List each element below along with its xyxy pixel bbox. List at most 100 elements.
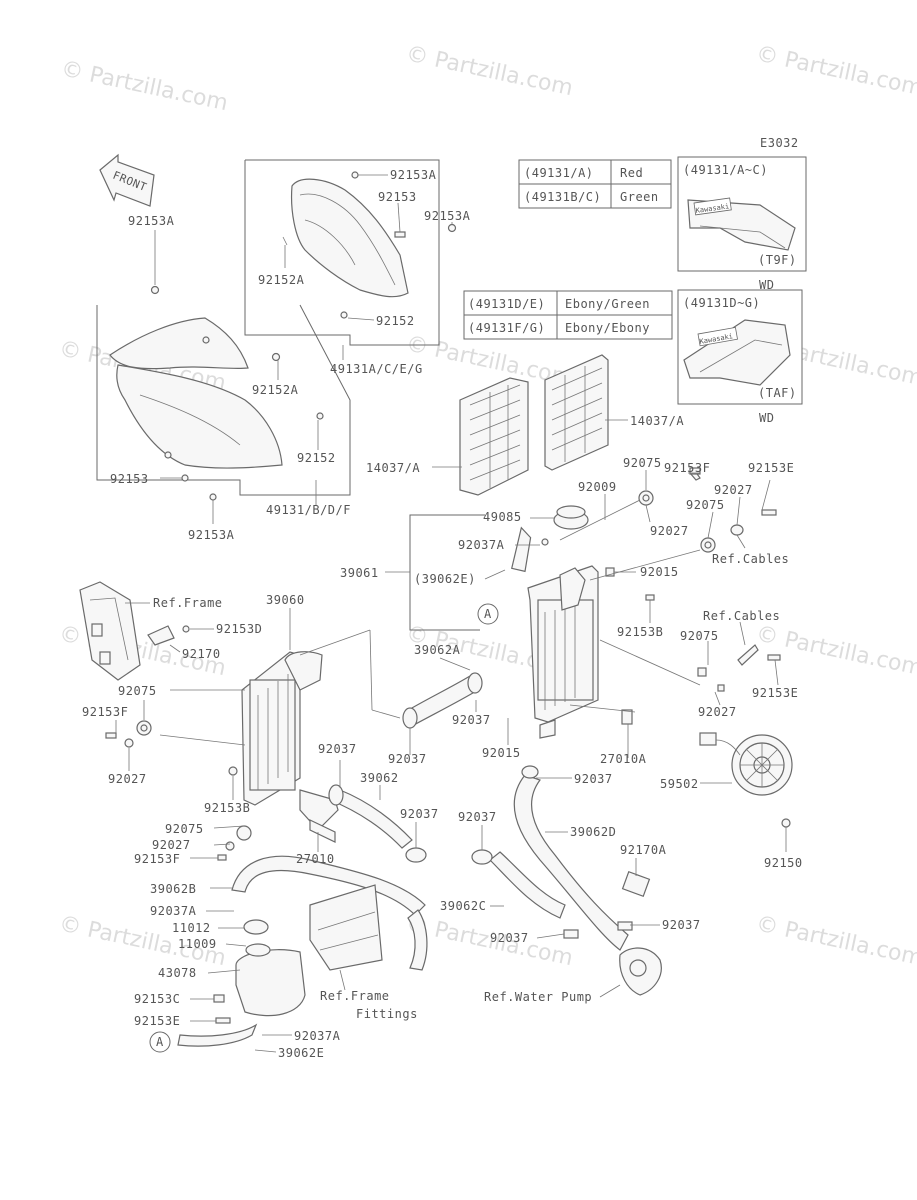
- decal-inset-1: (49131/A~C) Kawasaki (T9F) WD: [677, 156, 807, 292]
- part-label: 92153D: [216, 622, 262, 636]
- part-label: 92152: [297, 451, 336, 465]
- part-label: 92037: [574, 772, 613, 786]
- water-pump: [619, 947, 662, 996]
- part-label: 92170A: [620, 843, 667, 857]
- part-label: Ref.Frame: [320, 989, 390, 1003]
- front-arrow-icon: FRONT: [99, 153, 155, 207]
- part-label: 49085: [483, 510, 522, 524]
- watermark: © Partzilla.com: [754, 621, 917, 681]
- part-label: 92153E: [134, 1014, 180, 1028]
- part-label: 92027: [698, 705, 737, 719]
- part-label: 92153C: [134, 992, 180, 1006]
- part-label: 92027: [714, 483, 753, 497]
- part-label: 92153F: [664, 461, 710, 475]
- part-label: 92037: [458, 810, 497, 824]
- part-label: 92027: [650, 524, 689, 538]
- inset-code: (TAF): [758, 386, 797, 400]
- part-label: 92153A: [188, 528, 235, 542]
- part-label: 92015: [482, 746, 521, 760]
- part-label: 39062C: [440, 899, 486, 913]
- part-label: Ref.Water Pump: [484, 990, 592, 1004]
- part-label: Ref.Cables: [712, 552, 789, 566]
- part-label: 27010: [296, 852, 335, 866]
- part-label: 92037: [662, 918, 701, 932]
- table-color: Ebony/Green: [565, 297, 650, 311]
- part-label: 92037A: [294, 1029, 341, 1043]
- table-color: Green: [620, 190, 659, 204]
- part-label: 39060: [266, 593, 305, 607]
- table-color: Red: [620, 166, 643, 180]
- part-label: 39062A: [414, 643, 461, 657]
- part-label: 92075: [165, 822, 204, 836]
- part-label: 59502: [660, 777, 699, 791]
- part-label: 92153F: [134, 852, 180, 866]
- part-label: 92153B: [204, 801, 250, 815]
- part-label: 92075: [118, 684, 157, 698]
- part-label: Fittings: [356, 1007, 418, 1021]
- part-label: 14037/A: [630, 414, 684, 428]
- table-code: (49131F/G): [468, 321, 545, 335]
- color-table-1: (49131/A) Red (49131B/C) Green: [518, 159, 672, 209]
- part-label: 92037: [388, 752, 427, 766]
- table-code: (49131D/E): [468, 297, 545, 311]
- part-label: 92153A: [128, 214, 175, 228]
- leader-lines: [115, 174, 787, 1053]
- part-label: 92009: [578, 480, 617, 494]
- part-label: 92075: [686, 498, 725, 512]
- watermark: © Partzilla.com: [59, 56, 230, 116]
- callout-label: A: [484, 607, 492, 621]
- shroud-left-group: [96, 285, 351, 501]
- callout-a-top: A: [477, 603, 499, 625]
- part-label: 92152A: [252, 383, 299, 397]
- radiator-guards: [459, 354, 609, 496]
- table-code: (49131/A): [524, 166, 594, 180]
- group-bracket-39061: [409, 514, 485, 631]
- part-label: 39062: [360, 771, 399, 785]
- frame-bracket: [79, 581, 190, 681]
- part-label: 14037/A: [366, 461, 420, 475]
- part-labels: 92153A 92153 92153A 92152A 92152 49131A/…: [82, 168, 802, 1060]
- table-code: (49131B/C): [524, 190, 601, 204]
- part-label: 92015: [640, 565, 679, 579]
- part-label: 39062E: [278, 1046, 324, 1060]
- part-label: 92153A: [390, 168, 437, 182]
- part-label: 92037: [318, 742, 357, 756]
- part-label: 92152A: [258, 273, 305, 287]
- part-label: 92153F: [82, 705, 128, 719]
- inset-caption: WD: [759, 411, 774, 425]
- part-label: 92075: [623, 456, 662, 470]
- diagram-code: E3032: [760, 136, 799, 150]
- callout-a-bottom: A: [149, 1031, 171, 1053]
- part-label: Ref.Frame: [153, 596, 223, 610]
- part-label: 92037: [400, 807, 439, 821]
- table-color: Ebony/Ebony: [565, 321, 650, 335]
- part-label: 92153A: [424, 209, 471, 223]
- part-label: 92027: [108, 772, 147, 786]
- shroud-right-group: [244, 159, 457, 346]
- radiator-left: [105, 651, 339, 861]
- part-label: 92152: [376, 314, 415, 328]
- part-label: 92153E: [748, 461, 794, 475]
- callout-label: A: [156, 1035, 164, 1049]
- part-label: 39062D: [570, 825, 616, 839]
- part-label: 92075: [680, 629, 719, 643]
- watermark: © Partzilla.com: [754, 911, 917, 971]
- part-label: Ref.Cables: [703, 609, 780, 623]
- part-label: 49131/B/D/F: [266, 503, 351, 517]
- part-label: 11012: [172, 921, 211, 935]
- part-label: 92037A: [458, 538, 505, 552]
- part-label: 92027: [152, 838, 191, 852]
- hoses: [177, 672, 651, 1047]
- part-label: 92037: [490, 931, 529, 945]
- part-label: 49131A/C/E/G: [330, 362, 423, 376]
- radiator-right: [511, 467, 781, 739]
- inset-title: (49131D~G): [683, 296, 760, 310]
- radiator-fan: [699, 732, 793, 828]
- part-label: 92037: [452, 713, 491, 727]
- decal-inset-2: (49131D~G) Kawasaki (TAF) WD: [677, 289, 803, 425]
- part-label: 11009: [178, 937, 217, 951]
- part-label: 39062B: [150, 882, 196, 896]
- part-label: 92153: [378, 190, 417, 204]
- part-label: 27010A: [600, 752, 647, 766]
